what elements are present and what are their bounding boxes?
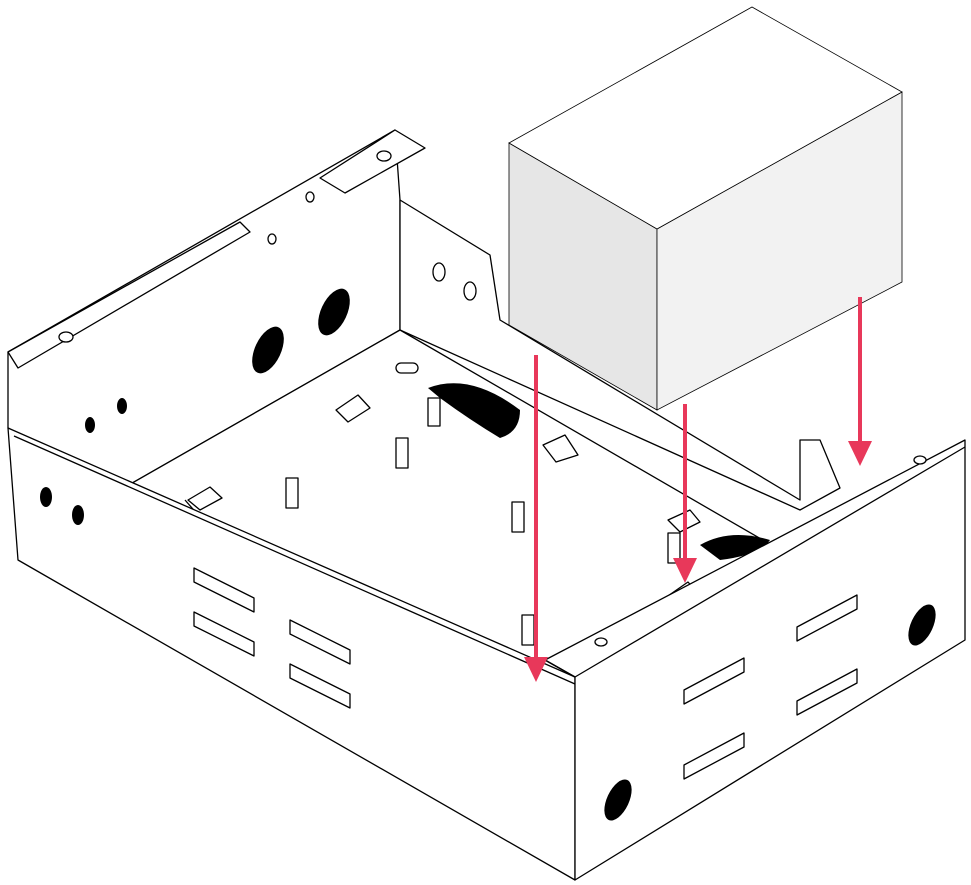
standoffs [285,397,681,646]
arrow-right [848,297,872,466]
tray-back-right-wall [399,199,841,511]
tray-front-right-wall [544,439,966,881]
arrow-left [524,355,548,682]
arrow-middle [673,404,697,583]
component-box [508,6,903,411]
tray-back-left-wall [7,129,426,491]
tray-floor [119,329,781,701]
placement-arrows [524,297,872,682]
tray-front-left-wall [7,288,576,881]
vent-slots-left [193,567,351,709]
vent-slots-right [683,594,858,780]
